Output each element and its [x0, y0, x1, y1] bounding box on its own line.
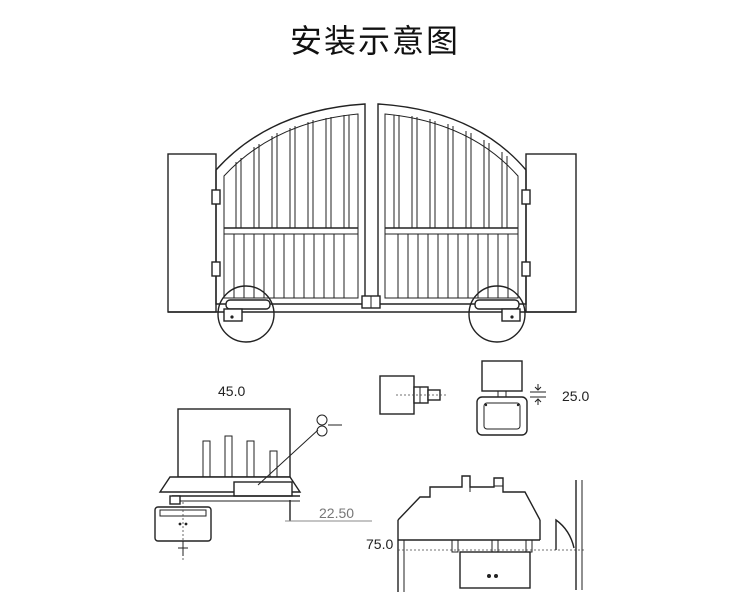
left-motor-detail-circle	[217, 285, 275, 343]
hinge	[521, 189, 531, 205]
right-pillar	[525, 153, 577, 313]
left-gate-leaf	[215, 103, 366, 305]
left-pillar	[167, 153, 217, 313]
motor-arm-block	[233, 481, 293, 497]
lower-mount-block	[459, 551, 531, 589]
gate-mount-detail: 75.0	[366, 475, 586, 592]
dimension-label-25: 25.0	[562, 388, 589, 404]
left-lower-bars	[233, 234, 345, 298]
dimension-label-45: 45.0	[218, 383, 245, 399]
bracket-top-detail: 25.0	[476, 360, 589, 436]
bolt-detail	[379, 375, 446, 415]
hinge	[211, 261, 221, 277]
door-stop	[555, 518, 575, 550]
right-upper-bars	[393, 115, 508, 228]
right-gate-leaf	[377, 103, 527, 305]
hinge	[521, 261, 531, 277]
motor-side-detail: 45.0 22.50	[154, 383, 372, 560]
bracket-top-block	[481, 360, 523, 392]
bracket-frame	[476, 396, 528, 436]
left-upper-bars	[235, 115, 350, 228]
hinge	[211, 189, 221, 205]
dimension-label-75: 75.0	[366, 536, 393, 552]
right-lower-bars	[397, 234, 509, 298]
page-title: 安装示意图	[289, 22, 460, 60]
left-motor-arm	[225, 299, 271, 310]
right-motor-detail-circle	[468, 285, 526, 343]
gate-body-section	[177, 408, 291, 478]
dimension-label-22-50: 22.50	[319, 505, 354, 521]
right-motor-arm	[474, 299, 520, 310]
gate-assembly	[167, 103, 577, 343]
